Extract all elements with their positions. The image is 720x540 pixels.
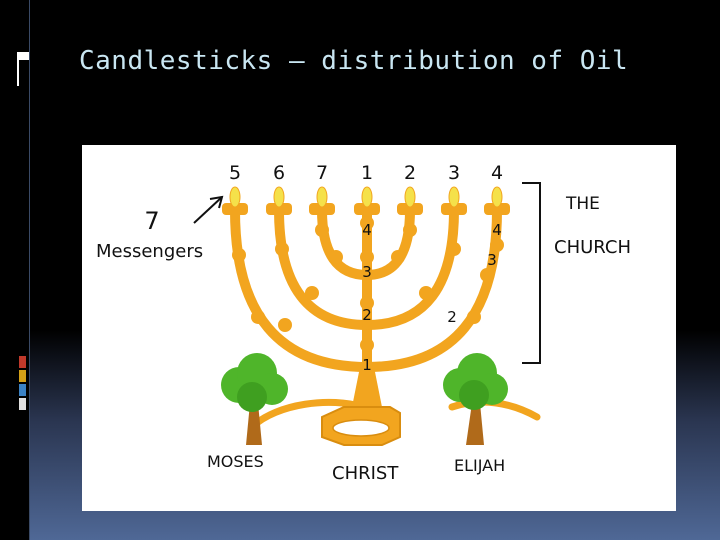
menorah-diagram: 5 6 7 1 2 3 4 4 3 2 1 4 3 2 7 Messengers…	[96, 162, 631, 484]
knob	[329, 250, 343, 264]
knob	[275, 242, 289, 256]
accent-square-red	[19, 356, 26, 368]
trunk	[352, 367, 382, 407]
church-bracket	[522, 182, 541, 364]
arm-3	[362, 205, 459, 330]
flame-7	[316, 186, 328, 208]
right-tree-trunk	[466, 403, 484, 445]
knob	[360, 338, 374, 352]
knob	[360, 250, 374, 264]
knob	[419, 286, 433, 300]
slide-title: Candlesticks – distribution of Oil	[79, 46, 629, 76]
church-label-bottom: CHURCH	[554, 237, 631, 258]
branch-number: 4	[491, 162, 503, 184]
left-oil-pipe	[248, 398, 366, 431]
right-number: 2	[447, 308, 457, 326]
cup-4	[484, 203, 510, 215]
flame-3	[448, 186, 460, 208]
flame-6	[273, 186, 285, 208]
branch-number: 5	[229, 162, 241, 184]
arm-2	[362, 205, 415, 280]
knob	[467, 310, 481, 324]
flame-1	[361, 186, 373, 208]
messengers-number: 7	[144, 207, 159, 235]
arm-6	[274, 205, 372, 330]
right-tree	[443, 353, 508, 445]
knob	[360, 296, 374, 310]
left-tree-trunk	[246, 403, 262, 445]
right-number: 3	[487, 251, 497, 269]
accent-square-white	[19, 398, 26, 410]
knob	[232, 248, 246, 262]
flame-2	[404, 186, 416, 208]
arm-5	[230, 205, 372, 372]
church-label-top: THE	[565, 194, 600, 214]
menorah-base	[321, 367, 401, 446]
knob	[391, 250, 405, 264]
base-label: CHRIST	[332, 463, 399, 484]
branch-number: 6	[273, 162, 285, 184]
left-tree-label: MOSES	[207, 452, 264, 471]
knob	[480, 268, 494, 282]
accent-square-gold	[19, 370, 26, 382]
knob	[305, 286, 319, 300]
right-number: 4	[492, 221, 502, 239]
right-tree-label: ELIJAH	[454, 456, 505, 475]
cup-7	[309, 203, 335, 215]
branch-number: 2	[404, 162, 416, 184]
center-number: 1	[362, 356, 372, 374]
messengers-label: Messengers	[96, 241, 203, 262]
menorah-cups	[222, 203, 510, 215]
cup-6	[266, 203, 292, 215]
base-inscription	[332, 419, 390, 437]
knob	[490, 238, 504, 252]
title-bullet-mark-inner	[19, 60, 29, 86]
knob	[315, 223, 329, 237]
menorah-figure: 5 6 7 1 2 3 4 4 3 2 1 4 3 2 7 Messengers…	[82, 145, 676, 511]
left-tree	[221, 353, 288, 445]
knob	[251, 310, 265, 324]
left-sidebar-edge	[29, 0, 30, 540]
knob	[278, 318, 292, 332]
cup-2	[397, 203, 423, 215]
center-number: 2	[362, 306, 372, 324]
flame-5	[229, 186, 241, 208]
flame-4	[491, 186, 503, 208]
cup-1	[354, 203, 380, 215]
menorah-knobs	[232, 216, 504, 352]
menorah-flames	[229, 186, 503, 208]
center-number: 3	[362, 263, 372, 281]
left-sidebar-bar	[0, 0, 30, 540]
accent-square-blue	[19, 384, 26, 396]
knob	[447, 242, 461, 256]
branch-number: 1	[361, 162, 373, 184]
branch-number: 7	[316, 162, 328, 184]
arm-7	[317, 205, 372, 280]
knob	[403, 223, 417, 237]
messengers-arrow	[193, 195, 224, 224]
cup-3	[441, 203, 467, 215]
branch-number: 3	[448, 162, 460, 184]
center-number: 4	[362, 221, 372, 239]
knob	[360, 216, 374, 230]
cup-5	[222, 203, 248, 215]
